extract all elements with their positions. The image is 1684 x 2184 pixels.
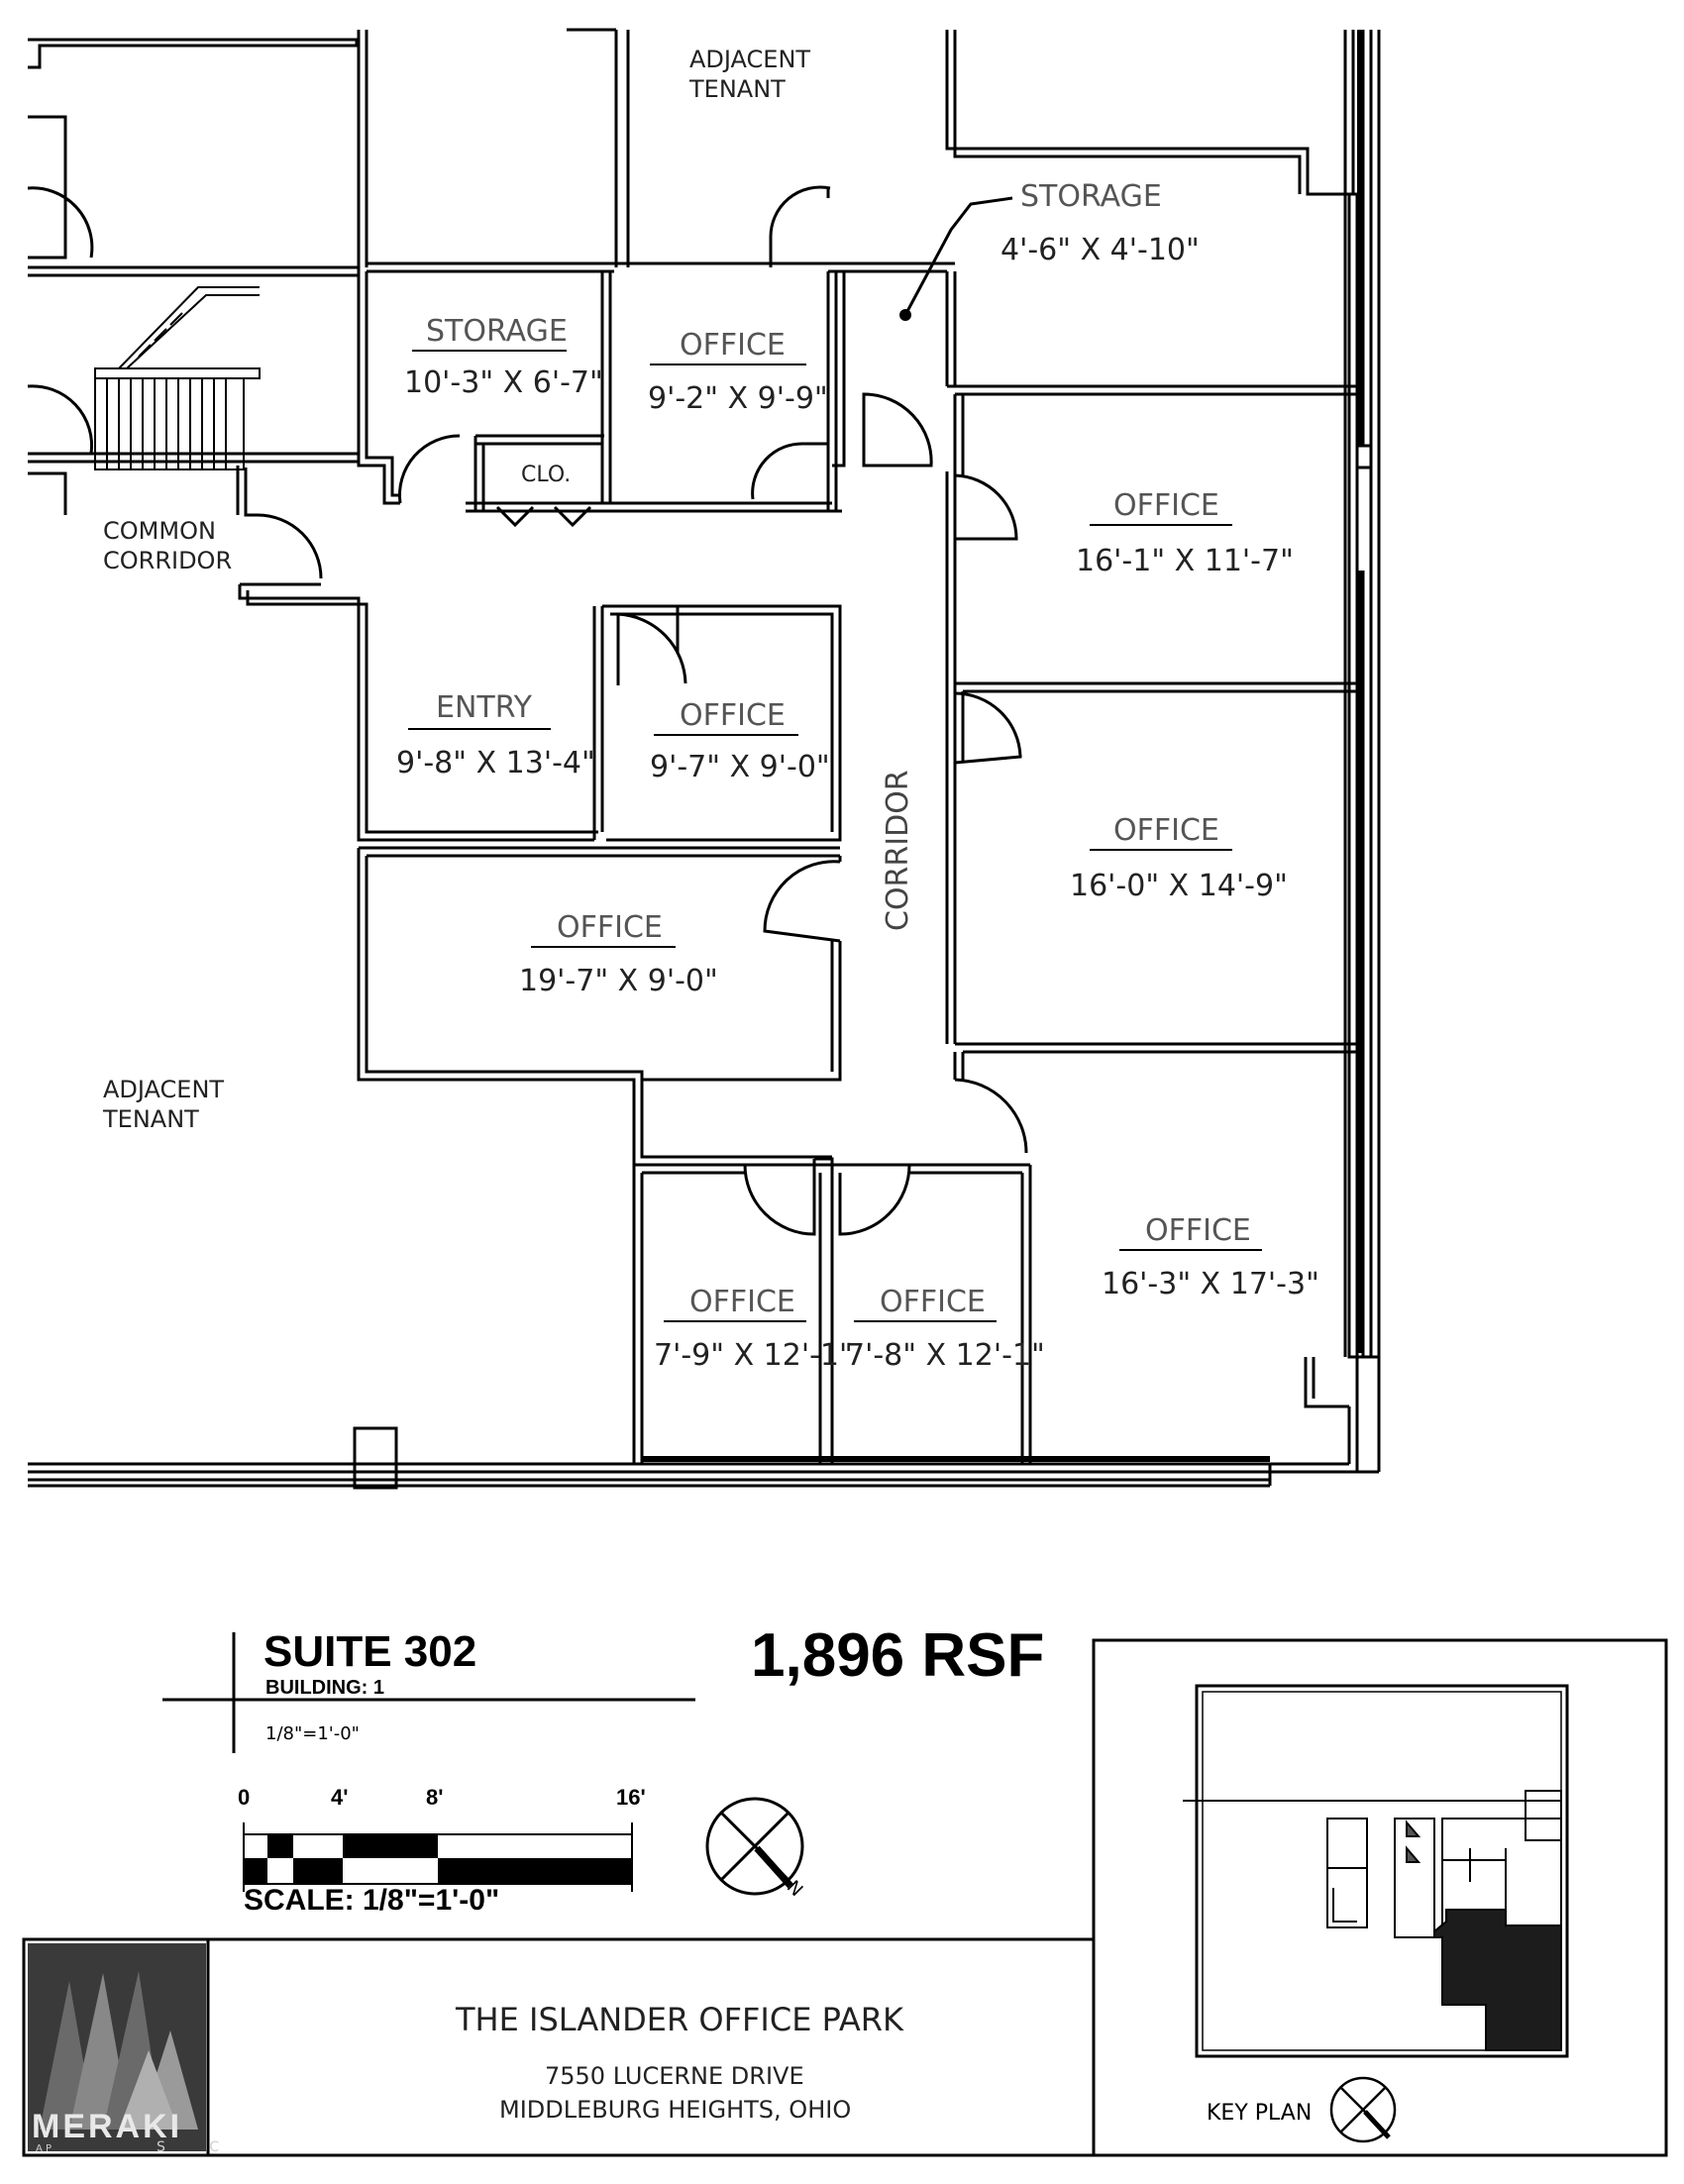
adjacent-tenant-left-1: ADJACENT [103,1076,224,1103]
scale-tick-16: 16' [616,1785,646,1810]
storage-dim: 10'-3" X 6'-7" [404,365,603,400]
key-plan-suite-highlight [1433,1909,1562,2051]
office-d-name: OFFICE [1113,813,1219,848]
stair [94,286,261,470]
logo-sub-right: S C [157,2139,239,2155]
office-b-name: OFFICE [1113,488,1219,523]
office-e-dim: 19'-7" X 9'-0" [519,964,718,998]
adjacent-tenant-left-2: TENANT [102,1105,199,1133]
glazing [642,30,1363,1462]
storage-ne-dim: 4'-6" X 4'-10" [1000,233,1200,267]
logo-text: MERAKI [32,2108,182,2145]
address-line-2: MIDDLEBURG HEIGHTS, OHIO [499,2096,851,2124]
adjacent-tenant-top-1: ADJACENT [689,46,810,73]
park-name: THE ISLANDER OFFICE PARK [455,2001,904,2038]
door-swings [240,185,1028,1236]
office-e-walls [357,846,1030,1167]
entry-dim: 9'-8" X 13'-4" [396,746,595,780]
office-f-dim: 16'-3" X 17'-3" [1102,1267,1319,1301]
scale-tick-0: 0 [238,1785,250,1810]
scale-label: SCALE: 1/8"=1'-0" [244,1884,499,1917]
storage-leader-dot [899,309,911,321]
scale-tick-4: 4' [331,1785,348,1810]
south-curtain-wall [28,1357,1381,1490]
suite-title: SUITE 302 [263,1627,476,1676]
office-g-name: OFFICE [689,1285,795,1319]
rsf-total: 1,896 RSF [751,1621,1044,1690]
office-d-dim: 16'-0" X 14'-9" [1070,869,1288,903]
common-corridor-1: COMMON [103,517,216,545]
left-structure [27,30,368,515]
building-label: BUILDING: 1 [265,1677,384,1699]
office-e-name: OFFICE [557,910,663,945]
address-line-1: 7550 LUCERNE DRIVE [545,2062,804,2090]
storage-name: STORAGE [426,314,568,349]
office-h-name: OFFICE [880,1285,986,1319]
office-a-name: OFFICE [680,328,786,363]
office-a-dim: 9'-2" X 9'-9" [648,381,828,416]
office-c-dim: 9'-7" X 9'-0" [650,750,830,784]
storage-ne-name: STORAGE [1020,179,1162,214]
key-plan: KEY PLAN [1092,1638,1668,2157]
bottom-offices-walls [632,1157,1032,1464]
office-c-name: OFFICE [680,698,786,733]
suite-scale-note: 1/8"=1'-0" [265,1723,360,1744]
key-plan-north-icon [1329,2076,1397,2143]
key-plan-label: KEY PLAN [1207,2101,1312,2126]
scale-tick-8: 8' [426,1785,443,1810]
storage-office-block [357,267,846,513]
room-labels: ADJACENT TENANT STORAGE 4'-6" X 4'-10" S… [102,46,1319,1373]
graphic-scale: 0 4' 8' 16' SCALE: 1/8"=1'-0" [238,1785,646,1917]
logo-sub-left: A P [36,2143,52,2154]
closet-label: CLO. [521,463,571,487]
office-g-dim: 7'-9" X 12'-1" [654,1338,853,1373]
office-f-name: OFFICE [1145,1213,1251,1248]
common-corridor-2: CORRIDOR [103,547,232,574]
entry-walls [236,466,842,842]
entry-name: ENTRY [436,690,533,725]
meraki-logo: MERAKI A P S C [28,1943,239,2155]
title-block: SUITE 302 BUILDING: 1 1/8"=1'-0" 1,896 R… [22,1621,1668,2157]
office-h-dim: 7'-8" X 12'-1" [846,1338,1045,1373]
upper-walls [367,28,1357,396]
office-b-dim: 16'-1" X 11'-7" [1076,544,1294,578]
corridor-label: CORRIDOR [881,770,915,931]
adjacent-tenant-top-2: TENANT [688,75,786,103]
